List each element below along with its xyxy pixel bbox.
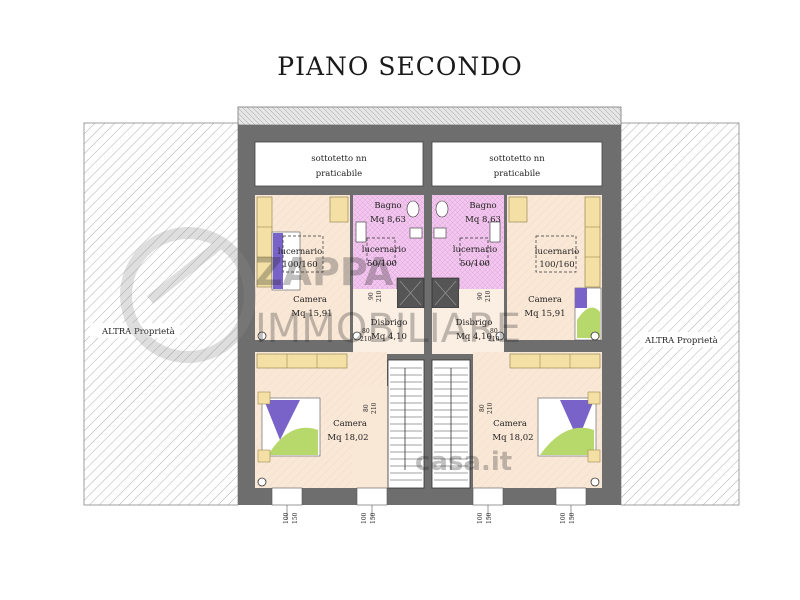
skylight-br-name: lucernario [453, 245, 498, 255]
stair-treads-left [390, 367, 422, 481]
attic-left [254, 141, 424, 187]
attic-right-line2: praticabile [494, 169, 540, 179]
watermark: ZAPPA IMMOBILIARE casa.it [120, 227, 521, 477]
dim-210-r: 210 [488, 336, 500, 343]
disbrigo-left-name: Disbrigo [371, 318, 408, 328]
bed-upper-right [574, 287, 602, 341]
skylight-bl [366, 237, 396, 265]
dim-80-l: 80 [362, 328, 370, 335]
bathroom-fixtures-left [355, 200, 423, 243]
window-dimensions: 100 150 100 150 100 150 100 150 [283, 505, 576, 524]
watermark-sub: IMMOBILIARE [255, 306, 521, 352]
camera-ur-name: Camera [528, 295, 562, 305]
label-bg-left [90, 323, 180, 338]
dim-90-r: 90 [477, 292, 484, 300]
watermark-casa: casa.it [415, 447, 512, 477]
win-dim-100-2: 100 [361, 512, 368, 524]
skylight-ur-size: 100/160 [539, 260, 574, 270]
wardrobe-upper-right [584, 196, 601, 288]
dim-80-lv: 80 [363, 404, 370, 412]
win-dim-100-3: 100 [477, 512, 484, 524]
skylight-ul-name: lucernario [278, 247, 323, 257]
bed-lower-left [257, 391, 321, 463]
skylight-ur [535, 235, 577, 273]
dim-80-r: 80 [490, 328, 498, 335]
camera-ll-area: Mq 18,02 [327, 433, 368, 443]
roof-edge [237, 106, 622, 126]
bagno-right-name: Bagno [469, 201, 496, 211]
skylight-bl-name: lucernario [362, 245, 407, 255]
attic-left-line1: sottotetto nn [311, 154, 367, 164]
win-dim-150-3: 150 [486, 512, 493, 524]
win-dim-100-4: 100 [560, 512, 567, 524]
dim-80-rv: 80 [479, 404, 486, 412]
dim-210-lv: 210 [376, 290, 383, 302]
attic-left-line2: praticabile [316, 169, 362, 179]
disbrigo-right-name: Disbrigo [456, 318, 493, 328]
bagno-left-name: Bagno [374, 201, 401, 211]
bed-upper-left [271, 231, 301, 291]
adjacent-label-right: ALTRA Proprietà [644, 335, 718, 346]
attic-right [431, 141, 603, 187]
skylight-ul-size: 100/160 [282, 260, 317, 270]
bathroom-fixtures-right [433, 200, 501, 243]
skylight-bl-size: 50/100 [367, 259, 397, 269]
attic-right-line1: sottotetto nn [489, 154, 545, 164]
camera-ul-name: Camera [293, 295, 327, 305]
plan-title: PIANO SECONDO [277, 52, 523, 81]
skylight-ul [282, 235, 324, 273]
camera-ur-area: Mq 15,91 [524, 309, 565, 319]
disbrigo-left-area: Mq 4,10 [371, 332, 407, 342]
skylight-br-size: 50/100 [460, 259, 490, 269]
bagno-left-area: Mq 8,63 [370, 215, 406, 225]
wardrobe-lower-left [256, 353, 348, 369]
watermark-brand: ZAPPA [255, 250, 394, 294]
adjacent-label-left: ALTRA Proprietà [101, 326, 175, 337]
adjacent-property-right [620, 122, 740, 506]
win-dim-150-1: 150 [292, 512, 299, 524]
bed-lower-right [537, 391, 601, 463]
camera-ul-area: Mq 15,91 [291, 309, 332, 319]
dim-90-l: 90 [368, 292, 375, 300]
skylight-ur-name: lucernario [535, 247, 580, 257]
dim-210-l: 210 [360, 336, 372, 343]
win-dim-150-4: 150 [569, 512, 576, 524]
win-dim-150-2: 150 [370, 512, 377, 524]
dim-210-rv2: 210 [487, 402, 494, 414]
bagno-right-area: Mq 8,63 [465, 215, 501, 225]
disbrigo-right-area: Mq 4,10 [456, 332, 492, 342]
adjacent-property-left [83, 122, 239, 506]
camera-ll-name: Camera [333, 419, 367, 429]
camera-lr-area: Mq 18,02 [492, 433, 533, 443]
skylight-br [459, 237, 489, 265]
dim-210-rv: 210 [485, 290, 492, 302]
win-dim-100-1: 100 [283, 512, 290, 524]
label-bg-right [640, 332, 720, 347]
dim-210-lv2: 210 [371, 402, 378, 414]
camera-lr-name: Camera [493, 419, 527, 429]
wardrobe-lower-right [509, 353, 601, 369]
